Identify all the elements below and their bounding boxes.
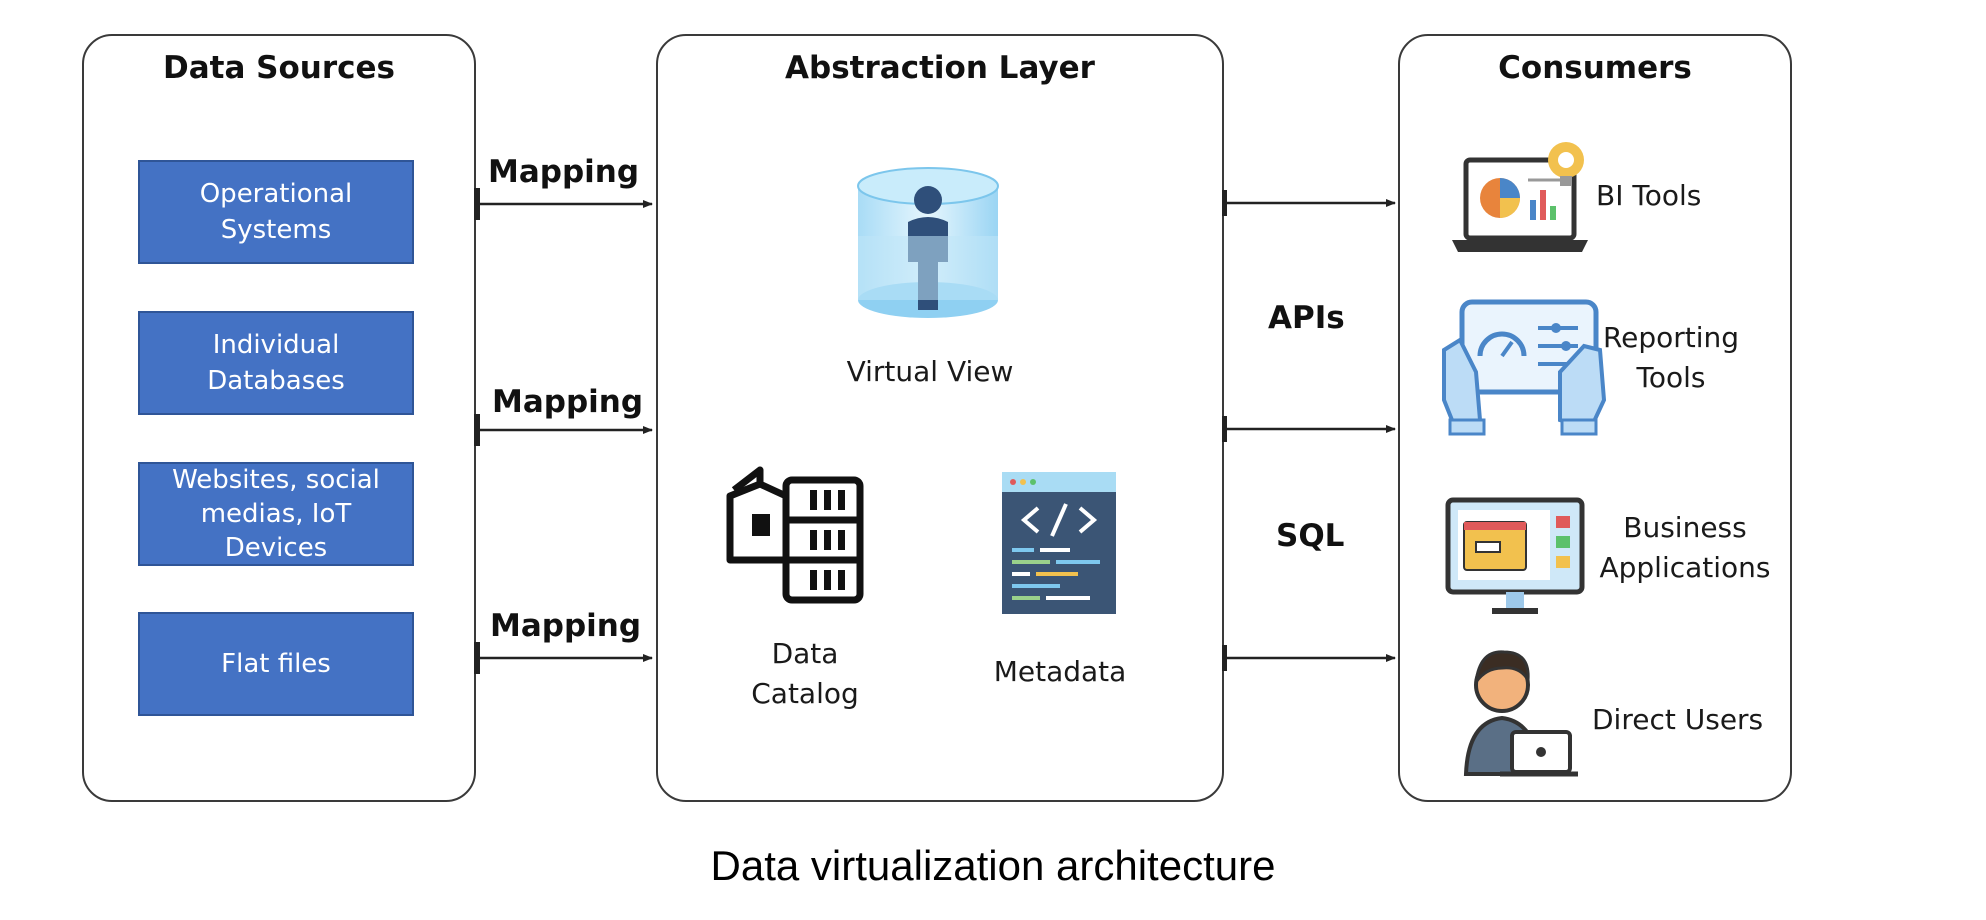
direct-users-person-icon [1463, 650, 1578, 777]
sql-label: SQL [1276, 518, 1345, 554]
metadata-icon [1002, 472, 1116, 614]
consumer-arrow-2 [1222, 416, 1396, 442]
consumer-arrow-1 [1222, 190, 1396, 216]
apis-label: APIs [1268, 300, 1345, 336]
mapping-arrow-2 [474, 414, 653, 446]
abstraction-layer-title: Abstraction Layer [785, 50, 1095, 86]
consumer-bi-tools-label: BI Tools [1596, 179, 1702, 212]
mapping-label-2: Mapping [492, 384, 644, 420]
business-applications-monitor-icon [1445, 497, 1585, 614]
data-catalog-label: Data Catalog [751, 637, 859, 710]
consumers-title: Consumers [1498, 50, 1692, 86]
consumer-direct-users-label: Direct Users [1592, 703, 1764, 736]
data-sources-title: Data Sources [162, 50, 395, 86]
diagram-caption: Data virtualization architecture [710, 842, 1276, 889]
mapping-label-3: Mapping [490, 608, 642, 644]
virtual-view-label: Virtual View [846, 355, 1014, 388]
source-websites-iot: Websites, social medias, IoT Devices [138, 462, 414, 566]
source-individual-databases: Individual Databases [138, 311, 414, 415]
source-flat-files: Flat files [138, 612, 414, 716]
reporting-tools-tablet-icon [1442, 299, 1607, 436]
data-sources-panel: Data Sources Operational Systems Individ… [82, 34, 476, 802]
mapping-label-1: Mapping [488, 154, 640, 190]
consumer-reporting-tools-label: Reporting Tools [1602, 321, 1740, 394]
consumer-business-applications-label: Business Applications [1599, 511, 1771, 584]
abstraction-layer-panel: Abstraction Layer [656, 34, 1224, 802]
virtual-view-icon [857, 167, 999, 318]
mapping-arrow-1 [474, 188, 653, 220]
bi-tools-laptop-icon [1452, 142, 1588, 252]
source-operational-systems: Operational Systems [138, 160, 414, 264]
mapping-arrow-3 [474, 642, 653, 674]
consumer-arrow-3 [1222, 645, 1396, 671]
data-catalog-icon [726, 466, 864, 604]
metadata-label: Metadata [993, 655, 1127, 688]
